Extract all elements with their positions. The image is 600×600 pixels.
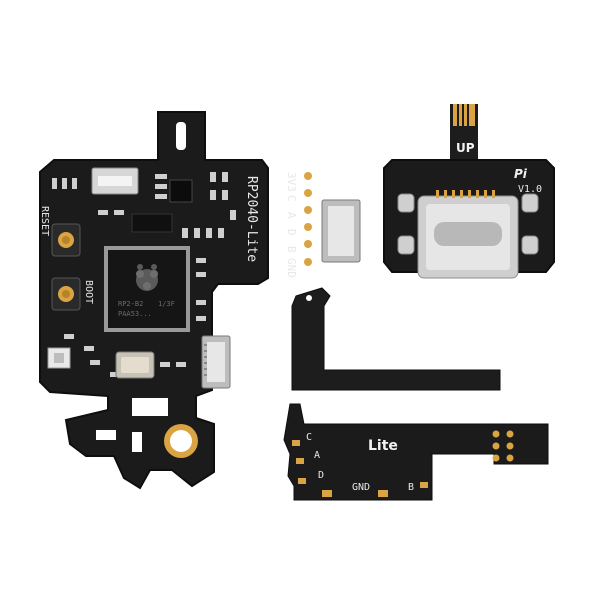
pin-label-c: C — [285, 195, 298, 202]
raspberry-logo-icon — [136, 264, 158, 291]
chip-marking-2: 1/3F — [158, 300, 175, 308]
pin-label-a: A — [285, 212, 298, 219]
boot-label: BOOT — [83, 280, 94, 304]
smd-components — [52, 172, 236, 377]
regulator-chip — [169, 179, 193, 203]
flex-c-label: C — [306, 432, 312, 443]
pin-label-d: D — [285, 229, 298, 236]
usb-pi-label: Pi — [514, 167, 528, 181]
usb-up-label: UP — [456, 141, 475, 155]
usb-solder-pins — [436, 190, 495, 198]
usb-version-label: V1.0 — [518, 184, 542, 195]
bottom-cutout — [96, 430, 116, 440]
flex-gnd-label: GND — [352, 482, 370, 493]
flex-upper-outline — [291, 287, 501, 391]
flex-pad-grid — [492, 430, 514, 462]
reset-label: RESET — [39, 206, 50, 236]
flex-cable-upper — [291, 287, 501, 391]
pin-label-3v3: 3V3 — [285, 172, 298, 192]
chip-marking-1: RP2-B2 — [118, 300, 143, 308]
flex-title-label: Lite — [368, 438, 398, 454]
rp2040-chip: RP2-B2 1/3F PAA53... — [104, 246, 190, 332]
connector-pins — [204, 344, 207, 376]
main-board: 3V3 C A D B GND RP2040-Lite RESET BOOT — [39, 111, 361, 490]
gold-pad-column — [304, 172, 312, 266]
flex-cable-lite: Lite C A D GND B — [283, 403, 549, 501]
board-name: RP2040-Lite — [244, 176, 259, 262]
usb-shell-tabs — [397, 193, 539, 255]
chip-marking-3: PAA53... — [118, 310, 152, 318]
flex-b-label: B — [408, 482, 414, 493]
flex-gold-pads — [292, 440, 428, 497]
mounting-hole — [170, 430, 192, 452]
bottom-cutout — [132, 432, 142, 452]
flex-lite-outline — [283, 403, 549, 501]
flex-d-label: D — [318, 470, 324, 481]
bottom-cutout — [132, 398, 168, 416]
flex-a-label: A — [314, 450, 320, 461]
pin-label-gnd: GND — [285, 258, 298, 278]
pin-label-b: B — [285, 246, 298, 253]
usb-c-board: UP Pi V1.0 — [383, 104, 555, 279]
top-tab-slot — [176, 122, 186, 150]
